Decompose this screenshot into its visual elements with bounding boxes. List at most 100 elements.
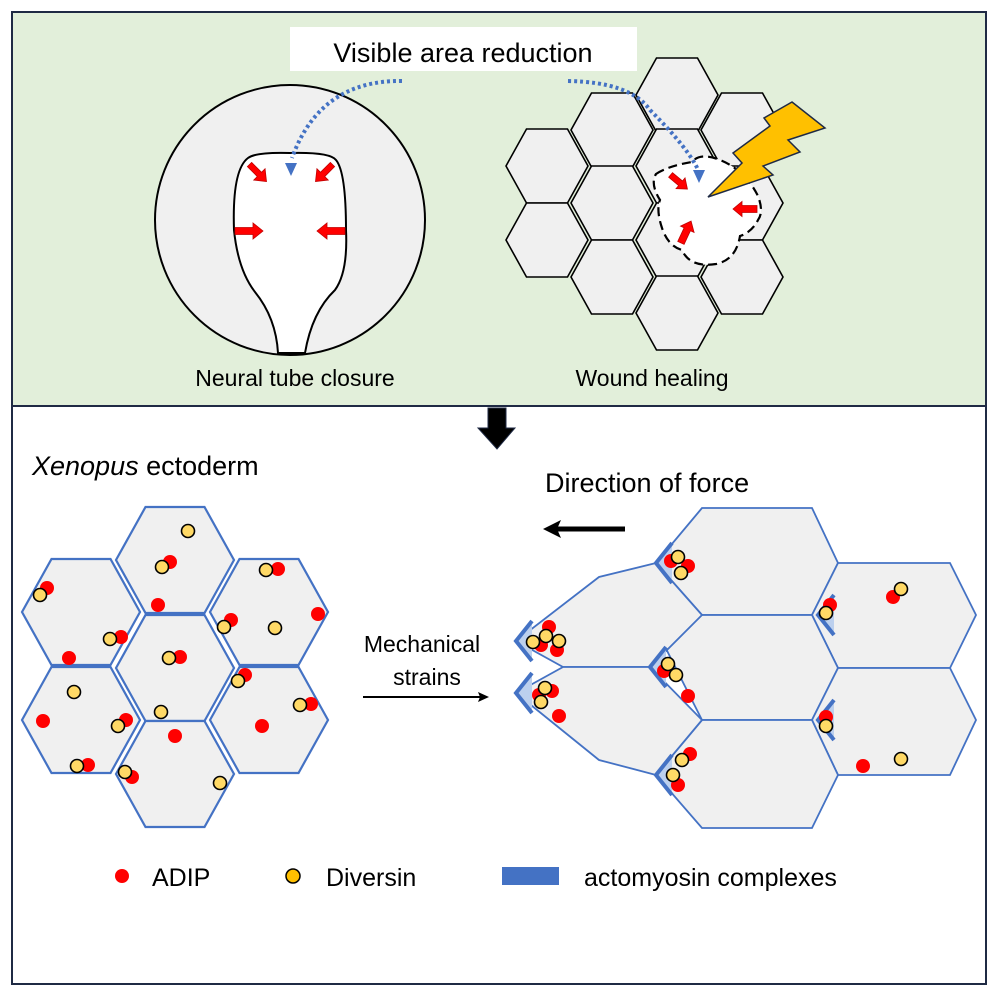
diversin-dot xyxy=(66,684,82,700)
adip-dot xyxy=(856,759,870,773)
legend-diversin-symbol xyxy=(285,868,301,884)
diversin-dot xyxy=(668,667,684,683)
tissue-label-rest: ectoderm xyxy=(139,451,259,481)
dotted-arrow-wound xyxy=(567,79,701,173)
diversin-dot xyxy=(551,633,567,649)
diversin-dot xyxy=(818,605,834,621)
adip-dot xyxy=(681,689,695,703)
neural-tube-label: Neural tube closure xyxy=(195,365,394,391)
diversin-dot xyxy=(674,752,690,768)
adip-dot xyxy=(114,630,128,644)
ectoderm-cell xyxy=(114,719,236,829)
adip-dot xyxy=(311,607,325,621)
adip-dot xyxy=(81,758,95,772)
strain-arrow-head-icon xyxy=(478,692,489,702)
callout-box xyxy=(290,27,637,71)
diversin-dot xyxy=(665,767,681,783)
stretched-cells xyxy=(513,507,978,829)
lightning-bolt-icon xyxy=(707,101,827,198)
epithelial-cell xyxy=(505,202,589,278)
dotted-arrow-head-icon xyxy=(285,163,297,176)
diversin-dot xyxy=(216,619,232,635)
red-arrow-icon xyxy=(246,161,267,182)
epithelial-cell xyxy=(635,275,719,351)
strain-arrow xyxy=(363,692,489,702)
strain-label-line1: Mechanical xyxy=(364,631,480,657)
diversin-dot xyxy=(69,758,85,774)
force-direction-arrow xyxy=(543,520,625,538)
dotted-arrow-head-icon xyxy=(693,170,705,183)
diversin-dot xyxy=(673,565,689,581)
adip-dot xyxy=(271,562,285,576)
top-panel: Visible area reduction Neural tube closu… xyxy=(11,11,987,407)
legend-adip-label: ADIP xyxy=(152,864,210,892)
callout-text: Visible area reduction xyxy=(333,38,592,68)
red-arrow-icon xyxy=(677,220,695,245)
actomyosin-complex xyxy=(513,619,534,663)
adip-dot xyxy=(168,729,182,743)
transition-arrow-down-icon xyxy=(476,407,517,450)
adip-dot xyxy=(151,598,165,612)
adip-dot xyxy=(62,651,76,665)
tissue-label: Xenopus ectoderm xyxy=(31,451,259,481)
red-arrow-icon xyxy=(316,222,346,240)
diversin-dot xyxy=(292,697,308,713)
actomyosin-complex xyxy=(513,671,534,715)
bottom-panel: Xenopus ectoderm Direction of force Mech… xyxy=(11,405,987,985)
legend-actomyosin-label: actomyosin complexes xyxy=(584,864,837,892)
diversin-dot xyxy=(153,704,169,720)
diversin-dot xyxy=(117,764,133,780)
dotted-arrow-neural xyxy=(290,78,403,159)
force-label: Direction of force xyxy=(545,468,749,498)
diversin-dot xyxy=(258,562,274,578)
legend-actomyosin-symbol xyxy=(502,867,559,885)
diversin-dot xyxy=(893,581,909,597)
neural-tube-embryo xyxy=(154,78,426,356)
diversin-dot xyxy=(538,628,554,644)
diversin-dot xyxy=(154,559,170,575)
neural-plate xyxy=(232,151,348,354)
tissue-label-italic: Xenopus xyxy=(31,451,139,481)
ectoderm-cell xyxy=(208,557,330,667)
legend: ADIP Diversin actomyosin complexes xyxy=(115,864,837,892)
diversin-dot xyxy=(230,673,246,689)
diversin-dot xyxy=(161,650,177,666)
actomyosin-complex xyxy=(653,753,674,797)
diversin-dot xyxy=(32,587,48,603)
stretched-cell xyxy=(810,562,978,669)
relaxed-cells xyxy=(20,505,330,829)
red-arrow-icon xyxy=(668,172,688,190)
red-arrows-wound xyxy=(668,172,758,245)
diversin-dot xyxy=(818,718,834,734)
force-arrow-head-icon xyxy=(543,520,561,538)
ectoderm-cell xyxy=(20,665,142,775)
red-arrow-icon xyxy=(315,161,336,182)
red-arrow-icon xyxy=(234,222,264,240)
diversin-dot xyxy=(660,656,676,672)
diversin-dot xyxy=(537,680,553,696)
strain-label-line2: strains xyxy=(393,664,461,690)
diversin-dot xyxy=(533,694,549,710)
diversin-dot xyxy=(102,631,118,647)
red-arrows-neural xyxy=(234,161,346,240)
adip-dot xyxy=(36,714,50,728)
ectoderm-cell xyxy=(208,665,330,775)
stretched-cell xyxy=(514,666,704,777)
diversin-dot xyxy=(267,620,283,636)
epithelial-cell xyxy=(570,239,654,315)
diversin-dot xyxy=(670,549,686,565)
diversin-dot xyxy=(893,751,909,767)
actomyosin-complex xyxy=(653,541,674,585)
diversin-dot xyxy=(180,523,196,539)
red-arrow-icon xyxy=(732,200,758,218)
diversin-dot xyxy=(110,718,126,734)
wound-healing-label: Wound healing xyxy=(575,365,728,391)
legend-diversin-label: Diversin xyxy=(326,864,416,892)
legend-adip-symbol xyxy=(115,869,129,883)
adip-dot xyxy=(304,697,318,711)
diversin-dot xyxy=(212,775,228,791)
adip-dot xyxy=(552,709,566,723)
diversin-dot xyxy=(525,634,541,650)
adip-dot xyxy=(173,650,187,664)
